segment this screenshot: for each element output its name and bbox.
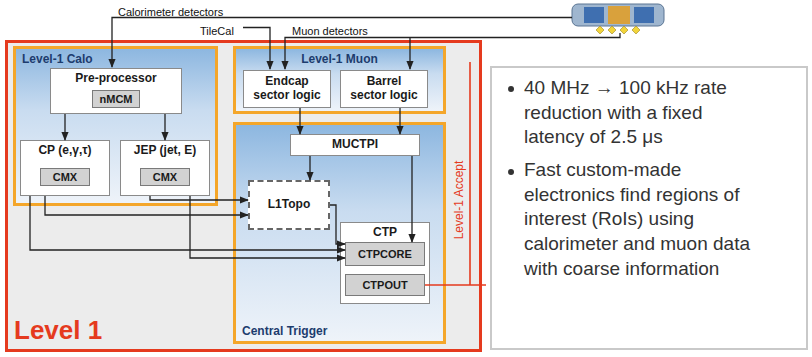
box-label: JEP (jet, E) — [134, 144, 196, 158]
muon-wire — [285, 33, 620, 69]
box-label: Barrel sector logic — [347, 75, 421, 103]
signal-arrow — [164, 114, 165, 140]
signal-arrow — [30, 196, 345, 250]
box-label: MUCTPI — [332, 138, 378, 152]
label-holder: Calorimeter detectors — [118, 2, 223, 20]
panel-heading: Level-1 Calo — [22, 52, 93, 66]
atlas-detector — [572, 4, 664, 34]
box-label: CTP — [373, 226, 397, 240]
box-label: Endcap sector logic — [250, 75, 324, 103]
box-label: L1Topo — [268, 198, 310, 212]
note-box: 40 MHz → 100 kHz rate reduction with a f… — [490, 66, 808, 350]
detector-body — [572, 4, 664, 26]
label-holder: Muon detectors — [292, 21, 368, 39]
signal-label: Level-1 Accept — [452, 161, 466, 240]
signal-arrow — [190, 196, 345, 258]
subsystem-panel: Level-1 MuonEndcap sector logic Barrel se… — [233, 46, 446, 114]
box-label: CTPOUT — [362, 279, 407, 291]
process-box: Pre-processor nMCM — [50, 68, 182, 114]
signal-arrow — [45, 196, 248, 215]
box-label: CMX — [153, 171, 177, 183]
muon-wire — [409, 38, 410, 70]
signal-arrow — [64, 114, 65, 140]
process-box: Barrel sector logic — [340, 70, 428, 108]
detector-chambers — [596, 26, 640, 34]
process-box: MUCTPI — [290, 134, 420, 156]
module-chip: CTPOUT — [345, 274, 425, 296]
box-label: CP (e,γ,τ) — [38, 144, 91, 158]
signal-arrow — [150, 196, 248, 200]
bullet-text: Fast custom-made electronics find region… — [502, 158, 752, 281]
detector-part — [608, 6, 630, 24]
signal-arrow — [411, 156, 412, 242]
subsystem-panel: Central TriggerMUCTPIL1TopoCTPCTPCORECTP… — [233, 122, 446, 344]
detector-part — [584, 7, 604, 23]
panel-heading: Central Trigger — [242, 324, 327, 338]
module-chip: CTPCORE — [345, 242, 425, 266]
panel-heading: Level 1 — [14, 315, 102, 346]
signal-arrow — [309, 156, 310, 180]
process-box: Endcap sector logic — [243, 70, 331, 108]
module-chip: CMX — [40, 168, 90, 186]
box-label: nMCM — [100, 93, 133, 105]
calorimeter-wire — [112, 18, 572, 68]
optional-box: L1Topo — [248, 180, 330, 230]
tilecal-wire — [243, 28, 270, 70]
box-label: CTPCORE — [358, 248, 412, 260]
process-box: JEP (jet, E) CMX — [120, 140, 210, 196]
signal-arrow — [299, 108, 300, 134]
input-label: Muon detectors — [292, 25, 368, 37]
process-box: CTP CTPCORE CTPOUT — [340, 222, 430, 304]
accept-wire — [469, 62, 471, 285]
input-label: Calorimeter detectors — [118, 6, 223, 18]
box-label: CMX — [53, 171, 77, 183]
module-chip: nMCM — [92, 90, 140, 108]
level-region: Level 1 Level-1 CaloPre-processor nMCM CP (… — [5, 40, 482, 352]
accept-wire — [425, 284, 486, 286]
module-chip: CMX — [140, 168, 190, 186]
label-holder: Level-1 Accept — [449, 161, 467, 240]
panel-heading: Level-1 Muon — [301, 52, 378, 66]
subsystem-panel: Level-1 CaloPre-processornMCMCP (e,γ,τ)C… — [13, 46, 218, 206]
input-label: TileCal — [200, 25, 234, 37]
box-label: Pre-processor — [75, 72, 156, 86]
signal-arrow — [399, 108, 400, 134]
signal-arrow — [330, 205, 345, 244]
label-holder: TileCal — [200, 21, 234, 39]
detector-part — [634, 7, 654, 23]
process-box: CP (e,γ,τ) CMX — [20, 140, 110, 196]
bullet-text: 40 MHz → 100 kHz rate reduction with a f… — [502, 76, 752, 150]
